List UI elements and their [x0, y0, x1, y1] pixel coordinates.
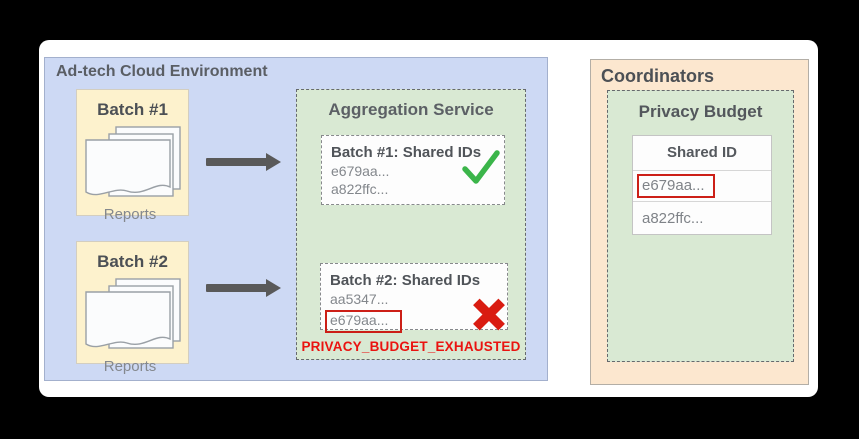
- documents-icon: [85, 278, 181, 349]
- highlighted-shared-id: e679aa...: [325, 310, 403, 333]
- page-background: Ad-tech Cloud Environment Batch #1 Repor…: [39, 40, 818, 397]
- batch-1-reports-label: Reports: [103, 206, 157, 223]
- batch-1-box: Batch #1 Reports: [76, 89, 189, 223]
- aggregation-service-box: Aggregation Service Batch #1: Shared IDs…: [296, 89, 526, 360]
- batch-2-box: Batch #2 Reports: [76, 241, 189, 375]
- coordinators-panel: Coordinators Privacy Budget Shared ID e6…: [590, 59, 809, 385]
- adtech-environment-panel: Ad-tech Cloud Environment Batch #1 Repor…: [44, 57, 548, 381]
- reports-stack-icon: Reports: [80, 278, 184, 375]
- success-check-icon: [461, 148, 501, 186]
- shared-id-value: e679aa...: [331, 163, 390, 179]
- adtech-environment-title: Ad-tech Cloud Environment: [56, 63, 268, 80]
- privacy-budget-exhausted-label: PRIVACY_BUDGET_EXHAUSTED: [301, 339, 521, 354]
- shared-id-cell: a822ffc...: [642, 209, 704, 227]
- aggregation-service-title: Aggregation Service: [328, 100, 494, 119]
- failure-x-icon: [470, 296, 508, 333]
- shared-id-value: a822ffc...: [331, 181, 389, 197]
- batch-1-result-title: Batch #1: Shared IDs: [331, 144, 482, 161]
- batch-2-reports-label: Reports: [103, 358, 157, 375]
- batch-2-result-card: Batch #2: Shared IDs aa5347... e679aa...: [320, 263, 508, 333]
- highlighted-shared-id: e679aa...: [637, 174, 715, 198]
- privacy-budget-box: Privacy Budget Shared ID e679aa... a822f…: [607, 90, 794, 362]
- batch-2-title: Batch #2: [97, 252, 168, 271]
- shared-id-value: aa5347...: [330, 291, 389, 307]
- batch-2-result-title: Batch #2: Shared IDs: [330, 272, 481, 289]
- reports-stack-icon: Reports: [80, 126, 184, 223]
- table-row: e679aa...: [633, 170, 771, 201]
- documents-icon: [85, 126, 181, 197]
- batch-1-title: Batch #1: [97, 100, 168, 119]
- batch-1-result-card: Batch #1: Shared IDs e679aa... a822ffc..…: [321, 135, 505, 205]
- arrow-batch1-to-service-icon: [206, 153, 281, 171]
- privacy-budget-title: Privacy Budget: [638, 102, 763, 121]
- shared-id-table: Shared ID e679aa... a822ffc...: [632, 135, 772, 235]
- table-row: a822ffc...: [633, 201, 771, 234]
- arrow-batch2-to-service-icon: [206, 279, 281, 297]
- coordinators-title: Coordinators: [601, 66, 715, 86]
- shared-id-table-header: Shared ID: [666, 144, 738, 161]
